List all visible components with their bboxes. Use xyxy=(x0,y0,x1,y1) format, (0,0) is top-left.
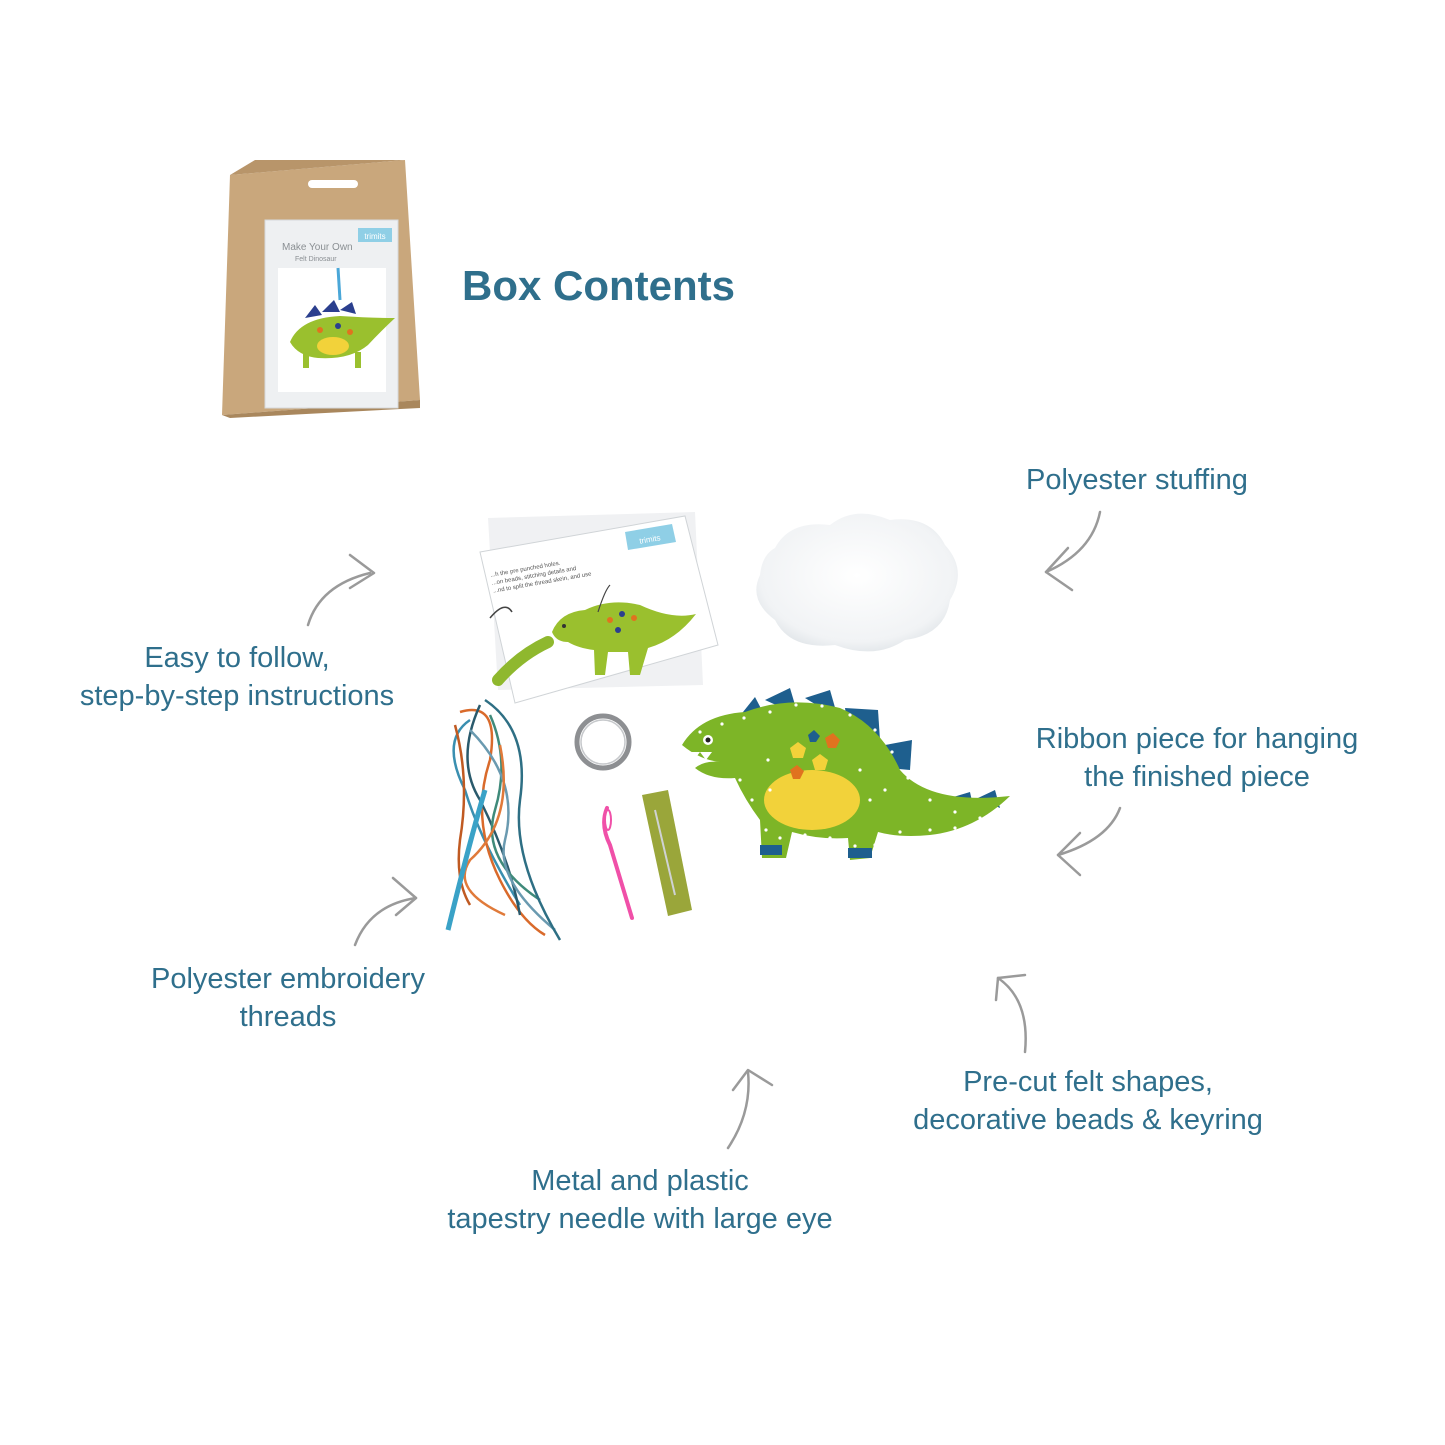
arrow-needle xyxy=(726,1068,774,1150)
package-ribbon xyxy=(336,267,342,301)
plastic-needle xyxy=(602,806,634,920)
instruction-sheet: trimits ...h the pre punched holes. ...o… xyxy=(479,512,719,704)
sheet-brand-tag xyxy=(625,524,676,550)
label-polyester-stuffing: Polyester stuffing xyxy=(1026,461,1248,499)
callout-arrows xyxy=(306,510,1122,1150)
package-dino-illustration xyxy=(290,300,395,368)
embroidery-threads xyxy=(452,698,562,941)
sheet-dino-illustration xyxy=(552,602,696,675)
polyester-stuffing xyxy=(756,513,958,652)
label-needle: Metal and plastic tapestry needle with l… xyxy=(425,1162,855,1238)
arrow-threads xyxy=(353,876,418,947)
arrow-instructions xyxy=(306,553,376,627)
brand-tag xyxy=(358,228,392,242)
label-line: the finished piece xyxy=(1084,761,1310,793)
label-line: Ribbon piece for hanging xyxy=(1035,723,1359,755)
keyring xyxy=(574,713,632,771)
hang-hole xyxy=(308,180,358,188)
label-ribbon: Ribbon piece for hanging the finished pi… xyxy=(1020,720,1374,796)
label-line: Polyester embroidery xyxy=(151,963,425,995)
label-instructions: Easy to follow, step-by-step instruction… xyxy=(62,639,412,715)
kit-package: trimits Make Your Own Felt Dinosaur xyxy=(222,160,420,418)
label-line: Pre-cut felt shapes, xyxy=(963,1066,1213,1098)
felt-dinosaur xyxy=(682,688,1010,860)
package-line2: Felt Dinosaur xyxy=(295,256,337,263)
label-felt-shapes: Pre-cut felt shapes, decorative beads & … xyxy=(898,1063,1278,1139)
label-threads: Polyester embroidery threads xyxy=(128,960,448,1036)
label-line: Polyester stuffing xyxy=(1026,464,1248,496)
package-line1: Make Your Own xyxy=(282,242,353,253)
label-line: threads xyxy=(239,1001,337,1033)
arrow-ribbon xyxy=(1056,806,1122,877)
arrow-felt xyxy=(994,973,1027,1054)
label-line: decorative beads & keyring xyxy=(913,1104,1263,1136)
label-line: step-by-step instructions xyxy=(79,680,395,712)
label-line: Easy to follow, xyxy=(144,642,330,674)
label-line: tapestry needle with large eye xyxy=(447,1203,833,1235)
sheet-brand: trimits xyxy=(639,533,662,546)
package-brand: trimits xyxy=(364,232,385,241)
hanging-ribbon xyxy=(445,789,488,931)
label-line: Metal and plastic xyxy=(531,1165,749,1197)
page-title: Box Contents xyxy=(462,262,735,309)
metal-needle-on-felt xyxy=(642,790,692,916)
arrow-stuffing xyxy=(1044,510,1102,592)
